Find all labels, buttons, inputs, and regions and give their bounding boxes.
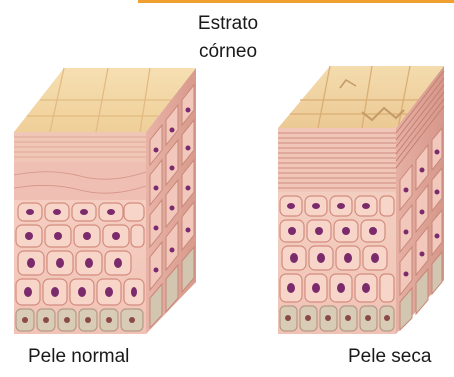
label-normal-skin: Pele normal (28, 346, 129, 368)
label-dry-skin: Pele seca (348, 346, 431, 368)
